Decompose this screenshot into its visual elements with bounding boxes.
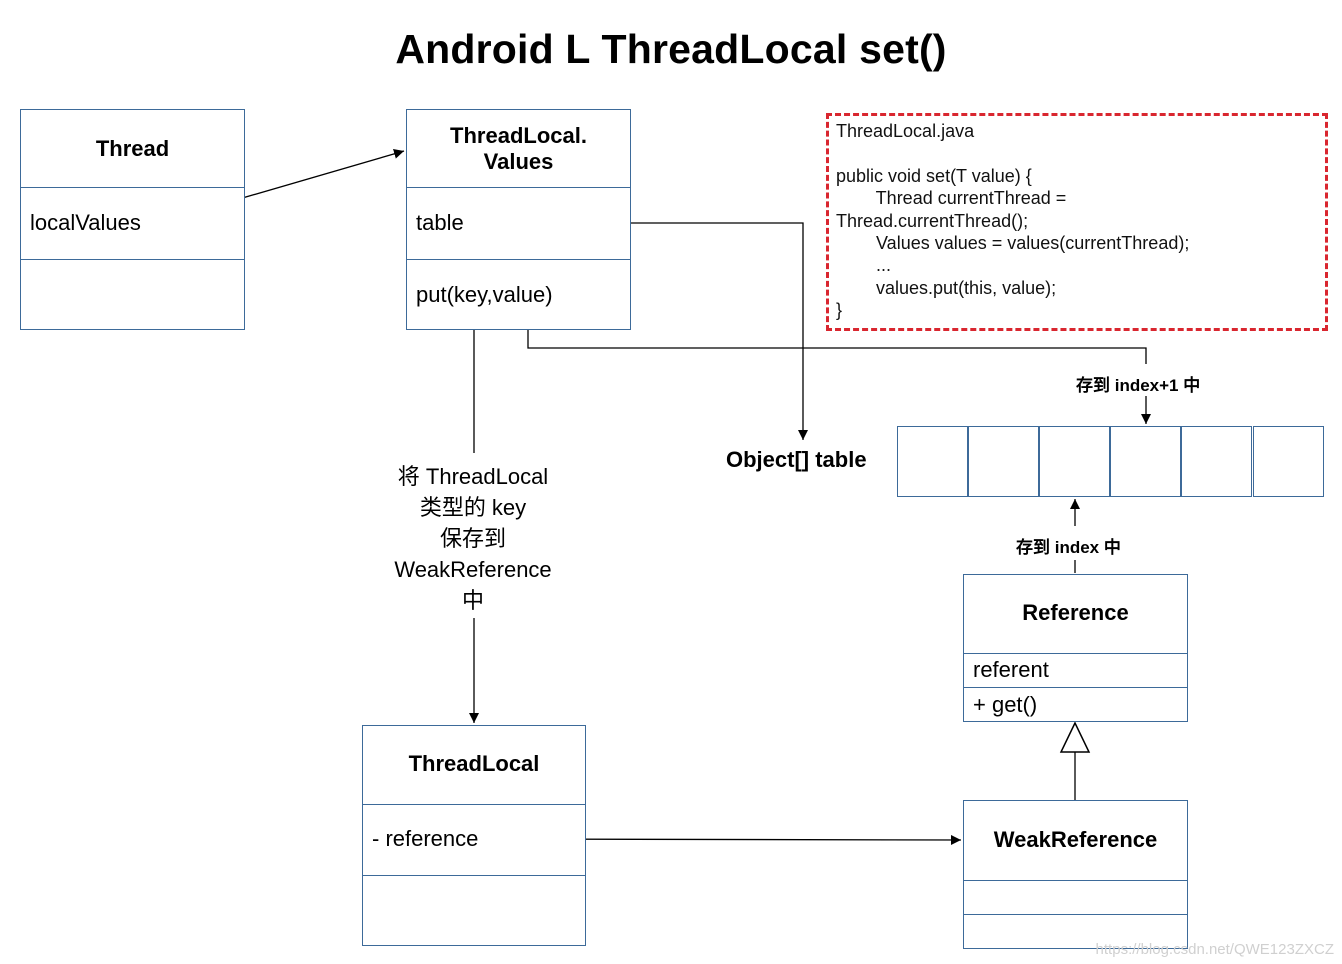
class-reference-name: Reference: [1022, 600, 1129, 625]
class-reference-fields: referent: [964, 653, 1187, 687]
code-note: [826, 113, 1328, 331]
array-cell: [897, 426, 968, 497]
class-threadlocal-fields: - reference: [363, 804, 585, 875]
label-store-index-plus1: 存到 index+1 中: [1076, 376, 1201, 395]
code-line-6: Values values = values(currentThread);: [836, 233, 1190, 253]
class-threadlocal-name: ThreadLocal: [408, 751, 540, 776]
class-thread-methods: [21, 259, 244, 330]
array-cell: [1039, 426, 1110, 497]
inheritance-triangle: [1059, 721, 1091, 753]
method-put: put(key,value): [416, 282, 553, 307]
label-store-index: 存到 index 中: [1016, 538, 1121, 557]
weak-key-note-line: 类型的 key: [419, 495, 527, 520]
class-thread-fields: localValues: [21, 187, 244, 259]
weak-key-note-line: 将 ThreadLocal: [397, 464, 549, 489]
watermark: https://blog.csdn.net/QWE123ZXCZ: [1095, 941, 1334, 958]
code-line-8: values.put(this, value);: [836, 278, 1057, 298]
array-cell: [1253, 426, 1324, 497]
field-referent: referent: [973, 657, 1049, 682]
class-threadlocal: ThreadLocal - reference: [362, 725, 586, 946]
weak-key-note: 将 ThreadLocal 类型的 key 保存到 WeakReference …: [373, 461, 573, 616]
code-line-4: Thread currentThread =: [836, 188, 1067, 208]
class-reference-methods: + get(): [964, 687, 1187, 722]
class-weakreference-methods: [964, 914, 1187, 949]
array-cell: [1181, 426, 1252, 497]
code-line-3: public void set(T value) {: [836, 166, 1032, 186]
code-line-7: ...: [836, 255, 892, 275]
weak-key-note-line: 中: [461, 588, 484, 613]
field-table: table: [416, 210, 464, 235]
class-weakreference-fields: [964, 880, 1187, 914]
field-localvalues: localValues: [30, 210, 141, 235]
class-thread: Thread localValues: [20, 109, 245, 330]
weak-key-note-line: WeakReference: [394, 557, 552, 582]
class-reference: Reference referent + get(): [963, 574, 1188, 722]
class-thread-name: Thread: [95, 136, 170, 161]
class-weakreference-name: WeakReference: [993, 827, 1158, 852]
array-cell: [1110, 426, 1181, 497]
class-weakreference: WeakReference: [963, 800, 1188, 949]
code-line-9: }: [836, 300, 843, 320]
weak-key-note-line: 保存到: [439, 526, 506, 551]
class-values-methods: put(key,value): [407, 259, 630, 330]
field-reference: - reference: [372, 826, 479, 851]
method-get: + get(): [973, 692, 1038, 717]
class-values-name-line2: Values: [483, 149, 554, 174]
code-line-1: ThreadLocal.java: [836, 121, 975, 141]
array-label: Object[] table: [726, 447, 867, 472]
diagram-title: Android L ThreadLocal set(): [395, 26, 947, 72]
class-values-fields: table: [407, 187, 630, 259]
class-threadlocal-methods: [363, 875, 585, 946]
array-cell: [968, 426, 1039, 497]
class-threadlocal-values: ThreadLocal. Values table put(key,value): [406, 109, 631, 330]
code-line-5: Thread.currentThread();: [836, 211, 1029, 231]
class-values-name-line1: ThreadLocal.: [450, 123, 587, 148]
